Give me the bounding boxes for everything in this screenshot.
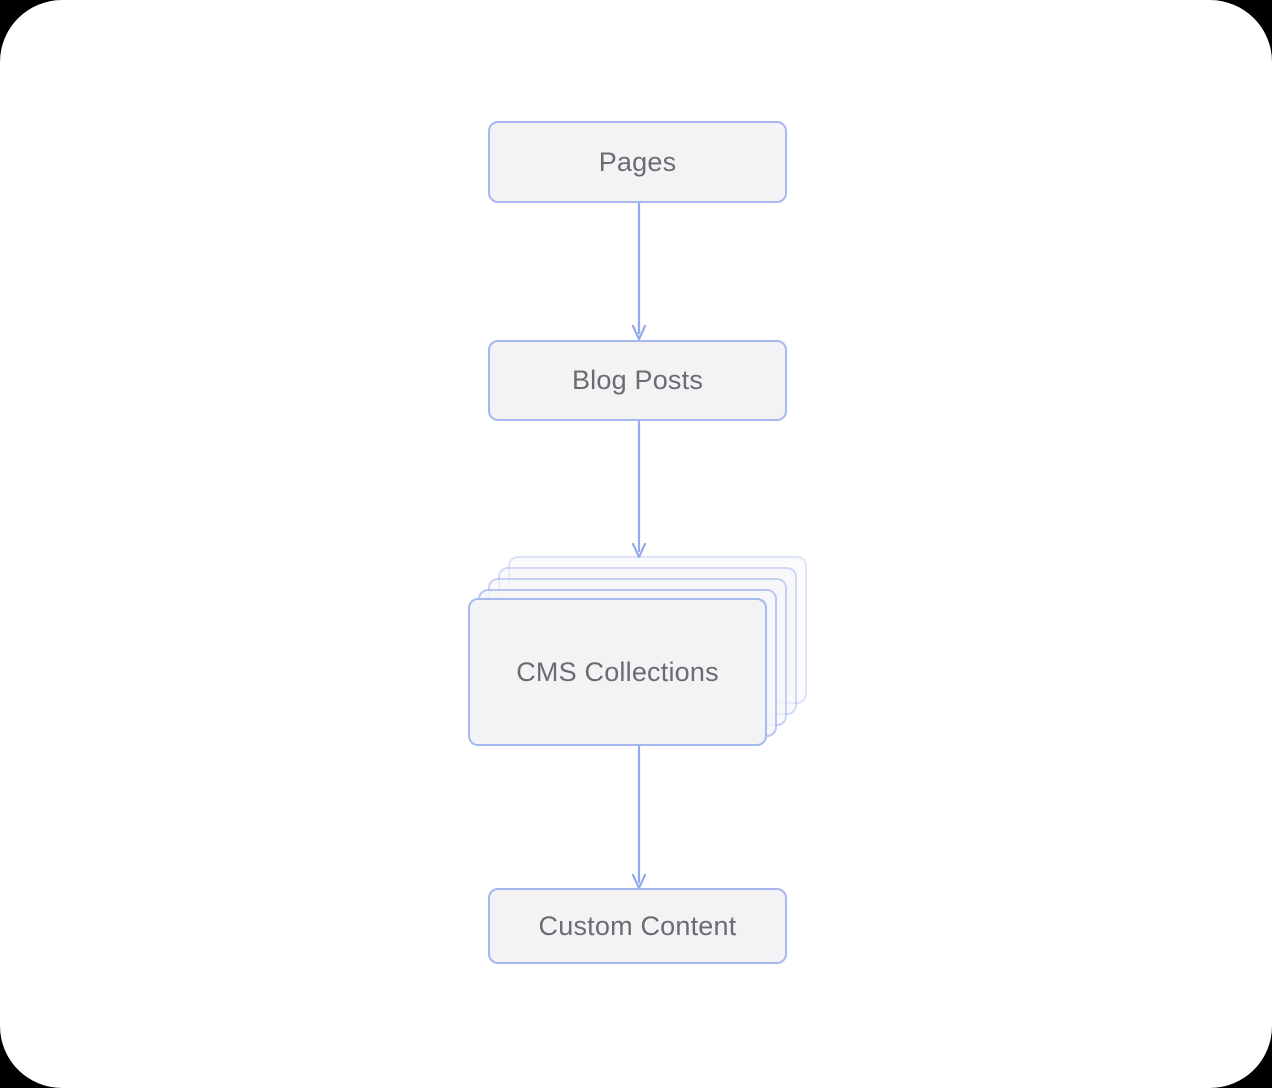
node-pages[interactable]: Pages (488, 121, 787, 203)
node-cms-collections[interactable]: CMS Collections (468, 556, 808, 748)
node-pages-label: Pages (598, 146, 677, 177)
stack-layer-front[interactable]: CMS Collections (468, 598, 767, 746)
node-custom-content[interactable]: Custom Content (488, 888, 787, 964)
edge-cms-collections-to-custom-content (631, 744, 647, 890)
node-blog-posts[interactable]: Blog Posts (488, 340, 787, 421)
node-blog-posts-label: Blog Posts (571, 365, 704, 395)
node-cms-collections-label: CMS Collections (516, 656, 719, 687)
node-custom-content-label: Custom Content (538, 910, 737, 941)
edge-pages-to-blog-posts (631, 201, 647, 341)
edge-blog-posts-to-cms-collections (631, 419, 647, 559)
